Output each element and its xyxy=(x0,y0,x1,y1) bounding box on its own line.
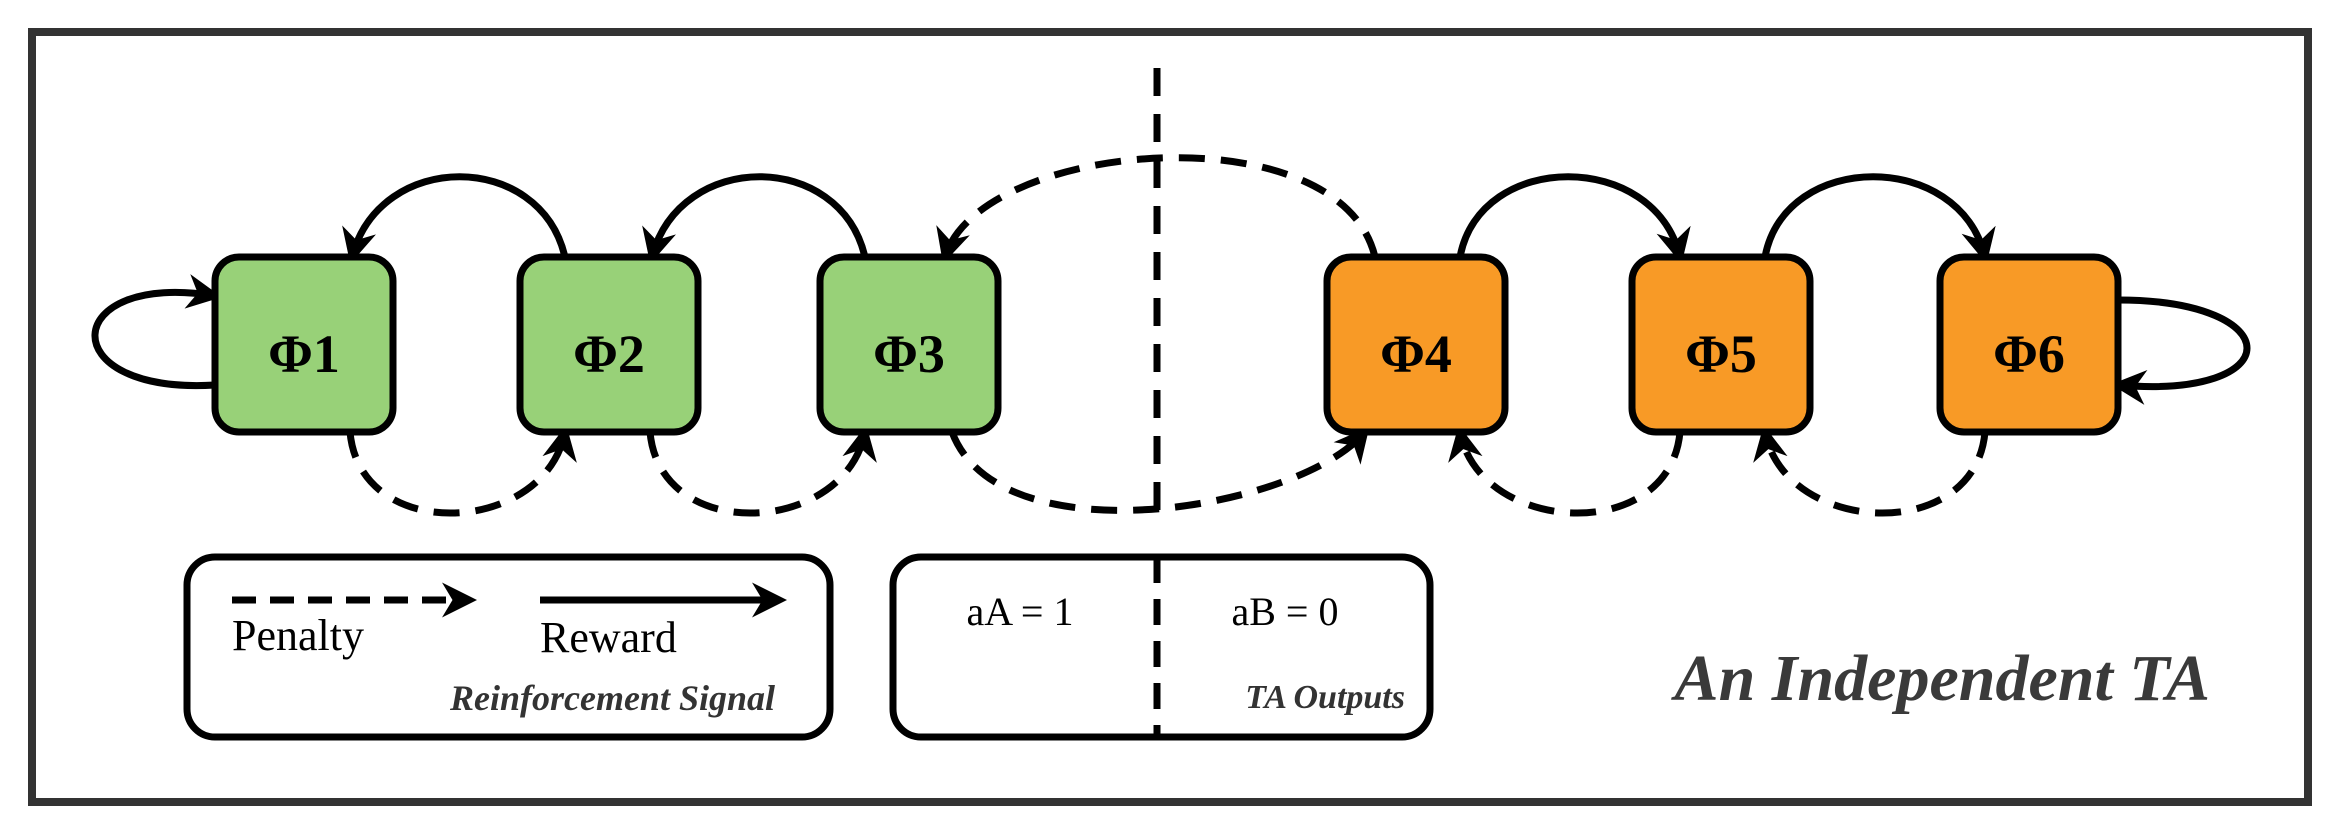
state-label-s4: Φ4 xyxy=(1380,324,1452,384)
legend-reinforcement: Penalty Reward Reinforcement Signal xyxy=(183,553,834,741)
reward-arrow-s5-s6 xyxy=(1761,173,1996,264)
state-s4: Φ4 xyxy=(1323,253,1509,436)
penalty-arrow-s5-s4 xyxy=(1448,425,1684,517)
state-s1: Φ1 xyxy=(211,253,397,436)
penalty-arrow-s6-s5 xyxy=(1753,425,1989,517)
reward-arrow-s2-s1 xyxy=(342,173,569,264)
state-label-s2: Φ2 xyxy=(573,324,645,384)
state-label-s5: Φ5 xyxy=(1685,324,1757,384)
reward-arrow-s3-s2 xyxy=(642,173,869,264)
penalty-arrow-s3-s4 xyxy=(948,426,1370,514)
output-action-a: aA = 1 xyxy=(967,589,1074,634)
state-s3: Φ3 xyxy=(816,253,1002,436)
state-label-s3: Φ3 xyxy=(873,324,945,384)
state-label-s1: Φ1 xyxy=(268,324,340,384)
legend-penalty-label: Penalty xyxy=(232,611,364,660)
legend-caption: Reinforcement Signal xyxy=(449,678,775,718)
reward-arrow-s4-s5 xyxy=(1456,173,1691,264)
outer-frame xyxy=(28,28,2312,806)
self-loop-s6 xyxy=(2111,296,2251,405)
state-label-s6: Φ6 xyxy=(1993,324,2065,384)
penalty-arrow-s4-s3 xyxy=(936,154,1379,264)
penalty-arrow-s2-s3 xyxy=(646,425,877,517)
diagram-title: An Independent TA xyxy=(1671,642,2210,715)
penalty-arrow-s1-s2 xyxy=(346,425,577,517)
legend-reward-label: Reward xyxy=(540,613,677,662)
self-loop-s1 xyxy=(91,274,222,390)
legend-outputs: aA = 1 aB = 0 TA Outputs xyxy=(889,553,1434,741)
output-action-b: aB = 0 xyxy=(1232,589,1339,634)
state-s6: Φ6 xyxy=(1936,253,2122,436)
state-s2: Φ2 xyxy=(516,253,702,436)
state-s5: Φ5 xyxy=(1628,253,1814,436)
outputs-caption: TA Outputs xyxy=(1245,679,1405,716)
